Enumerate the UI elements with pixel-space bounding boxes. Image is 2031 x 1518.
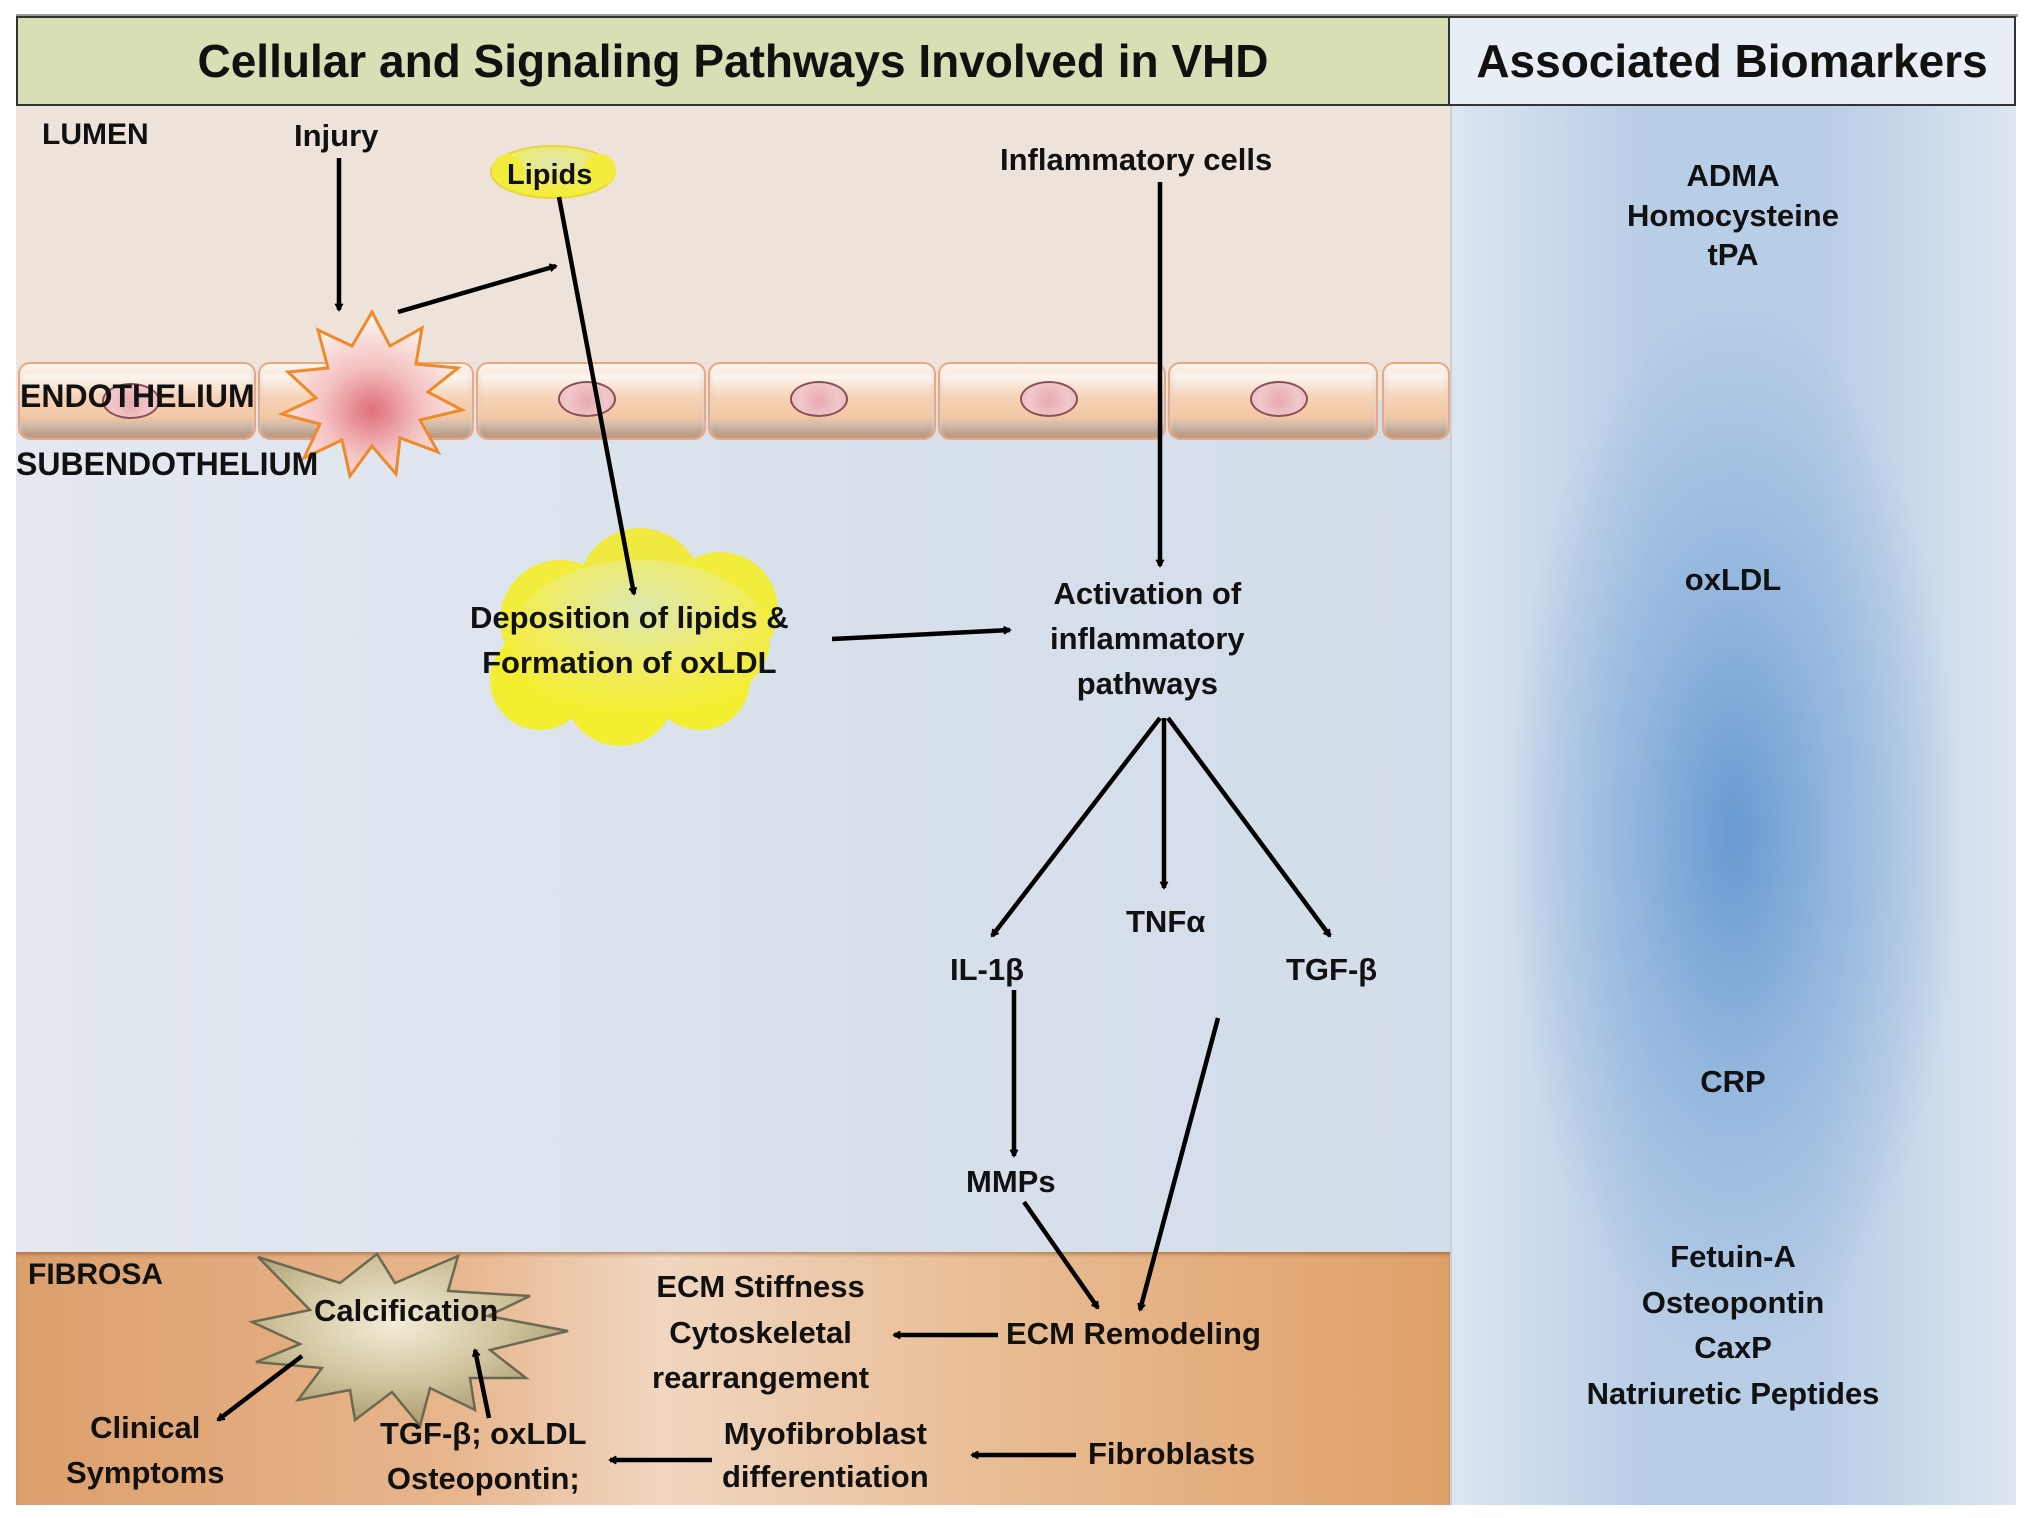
- pathways-title: Cellular and Signaling Pathways Involved…: [197, 35, 1269, 87]
- endothelial-cell: [1168, 362, 1378, 440]
- arrow-tgfb-to-ecm: [1140, 1017, 1221, 1310]
- arrow-burst-to-lipids: [397, 266, 556, 315]
- deposition-cloud-icon: [490, 528, 778, 746]
- biomarker-panel: [1450, 106, 2016, 1505]
- ecm-remodeling-label: ECM Remodeling: [1006, 1316, 1261, 1351]
- fibrosa-label: FIBROSA: [28, 1258, 163, 1291]
- ecm-stiffness-label: ECM Stiffness Cytoskeletal rearrangement: [652, 1269, 870, 1396]
- inflammatory-cells-label: Inflammatory cells: [1000, 142, 1273, 177]
- arrow-lipids-to-deposition: [556, 196, 634, 594]
- pathways-header: Cellular and Signaling Pathways Involved…: [16, 16, 1450, 106]
- arrow-activation-to-il1b: [990, 716, 1162, 936]
- biomarker-group-calcification: Fetuin-A Osteopontin CaxP Natriuretic Pe…: [1586, 1239, 1880, 1411]
- biomarkers-title: Associated Biomarkers: [1476, 35, 1988, 87]
- biomarkers-header: Associated Biomarkers: [1450, 16, 2016, 106]
- calcification-label: Calcification: [314, 1293, 499, 1328]
- figure-frame: [16, 14, 2018, 1505]
- cell-nucleus: [102, 383, 160, 419]
- tgfb-label: TGF-β: [1286, 952, 1378, 987]
- activation-label: Activation of inflammatory pathways: [1050, 576, 1245, 701]
- arrow-mmps-to-ecm: [1022, 1200, 1100, 1308]
- clinical-symptoms-label: Clinical Symptoms: [66, 1410, 225, 1490]
- biomarker-group-inflammation: CRP: [1700, 1064, 1766, 1099]
- tnfa-label: TNFα: [1126, 904, 1206, 939]
- tgfb-oxldl-osteopontin-label: TGF-β; oxLDL Osteopontin;: [380, 1416, 587, 1496]
- lipids-cloud-icon: [490, 145, 616, 199]
- endothelial-cell: [1382, 362, 1450, 440]
- endothelium-label: ENDOTHELIUM: [20, 378, 255, 414]
- endothelial-cell: [18, 362, 256, 440]
- cell-nucleus: [1020, 381, 1078, 417]
- cell-nucleus: [790, 381, 848, 417]
- endothelial-cell: [938, 362, 1166, 440]
- arrow-tgfb-to-calcification: [475, 1350, 492, 1419]
- arrow-deposition-to-activation: [831, 630, 1010, 642]
- lumen-region: [16, 106, 1450, 406]
- fibrosa-region: [16, 1252, 1450, 1505]
- cell-nucleus: [558, 381, 616, 417]
- subendothelium-label: SUBENDOTHELIUM: [16, 446, 319, 482]
- biomarker-group-endothelial: ADMA Homocysteine tPA: [1627, 158, 1839, 273]
- fibroblasts-label: Fibroblasts: [1088, 1436, 1256, 1471]
- il1b-label: IL-1β: [950, 952, 1025, 987]
- mmps-label: MMPs: [966, 1164, 1056, 1199]
- arrow-activation-to-tgfb: [1166, 716, 1332, 936]
- injury-label: Injury: [294, 118, 379, 153]
- cell-nucleus: [1250, 381, 1308, 417]
- lipids-label: Lipids: [507, 159, 593, 191]
- myofibroblast-label: Myofibroblast differentiation: [722, 1416, 929, 1495]
- injury-burst-icon: [277, 308, 467, 480]
- lumen-label: LUMEN: [42, 118, 149, 151]
- endothelial-cell: [708, 362, 936, 440]
- arrow-calcification-to-symptoms: [218, 1354, 304, 1422]
- subendothelium-region: [16, 400, 1450, 1252]
- deposition-label: Deposition of lipids & Formation of oxLD…: [470, 600, 789, 680]
- calcification-burst-icon: [248, 1252, 569, 1429]
- biomarker-group-lipid: oxLDL: [1684, 562, 1782, 597]
